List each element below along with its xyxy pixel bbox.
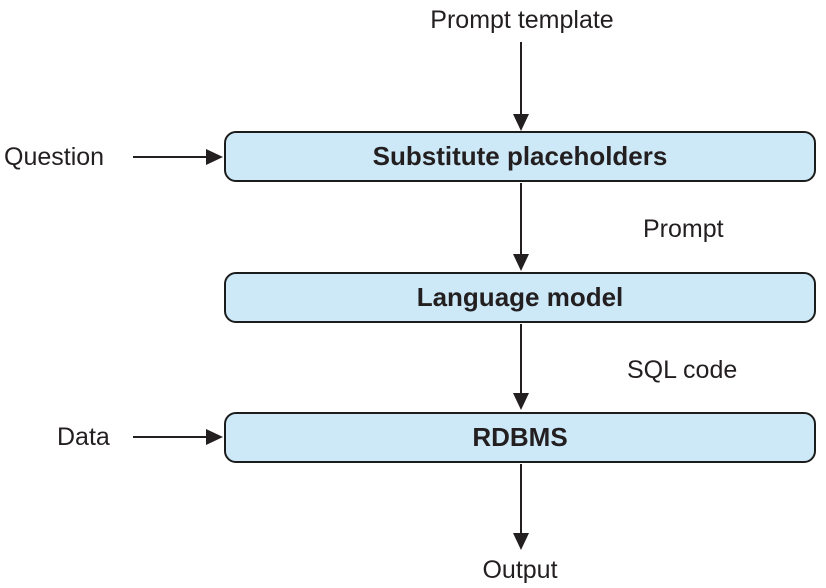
- question-label: Question: [4, 143, 105, 171]
- prompt-template-label: Prompt template: [430, 6, 614, 34]
- prompt-edge-label: Prompt: [643, 215, 724, 243]
- node-substitute-placeholders: Substitute placeholders: [224, 131, 816, 182]
- arrowhead-right-icon: [206, 429, 223, 445]
- arrowhead-down-icon: [513, 393, 529, 410]
- data-label: Data: [57, 423, 110, 451]
- node-rdbms: RDBMS: [224, 412, 816, 463]
- node-label: Language model: [416, 282, 624, 312]
- arrowhead-right-icon: [206, 149, 223, 165]
- arrow-line: [133, 436, 208, 438]
- output-label: Output: [482, 556, 558, 584]
- arrow-line: [520, 464, 522, 534]
- node-label: RDBMS: [472, 422, 568, 452]
- node-language-model: Language model: [224, 272, 816, 323]
- arrowhead-down-icon: [513, 254, 529, 271]
- arrowhead-down-icon: [513, 533, 529, 550]
- arrow-line: [520, 324, 522, 394]
- sql-code-edge-label: SQL code: [627, 356, 738, 384]
- arrow-line: [133, 156, 208, 158]
- arrow-line: [520, 42, 522, 116]
- node-label: Substitute placeholders: [372, 141, 668, 171]
- arrowhead-down-icon: [513, 114, 529, 131]
- arrow-line: [520, 183, 522, 255]
